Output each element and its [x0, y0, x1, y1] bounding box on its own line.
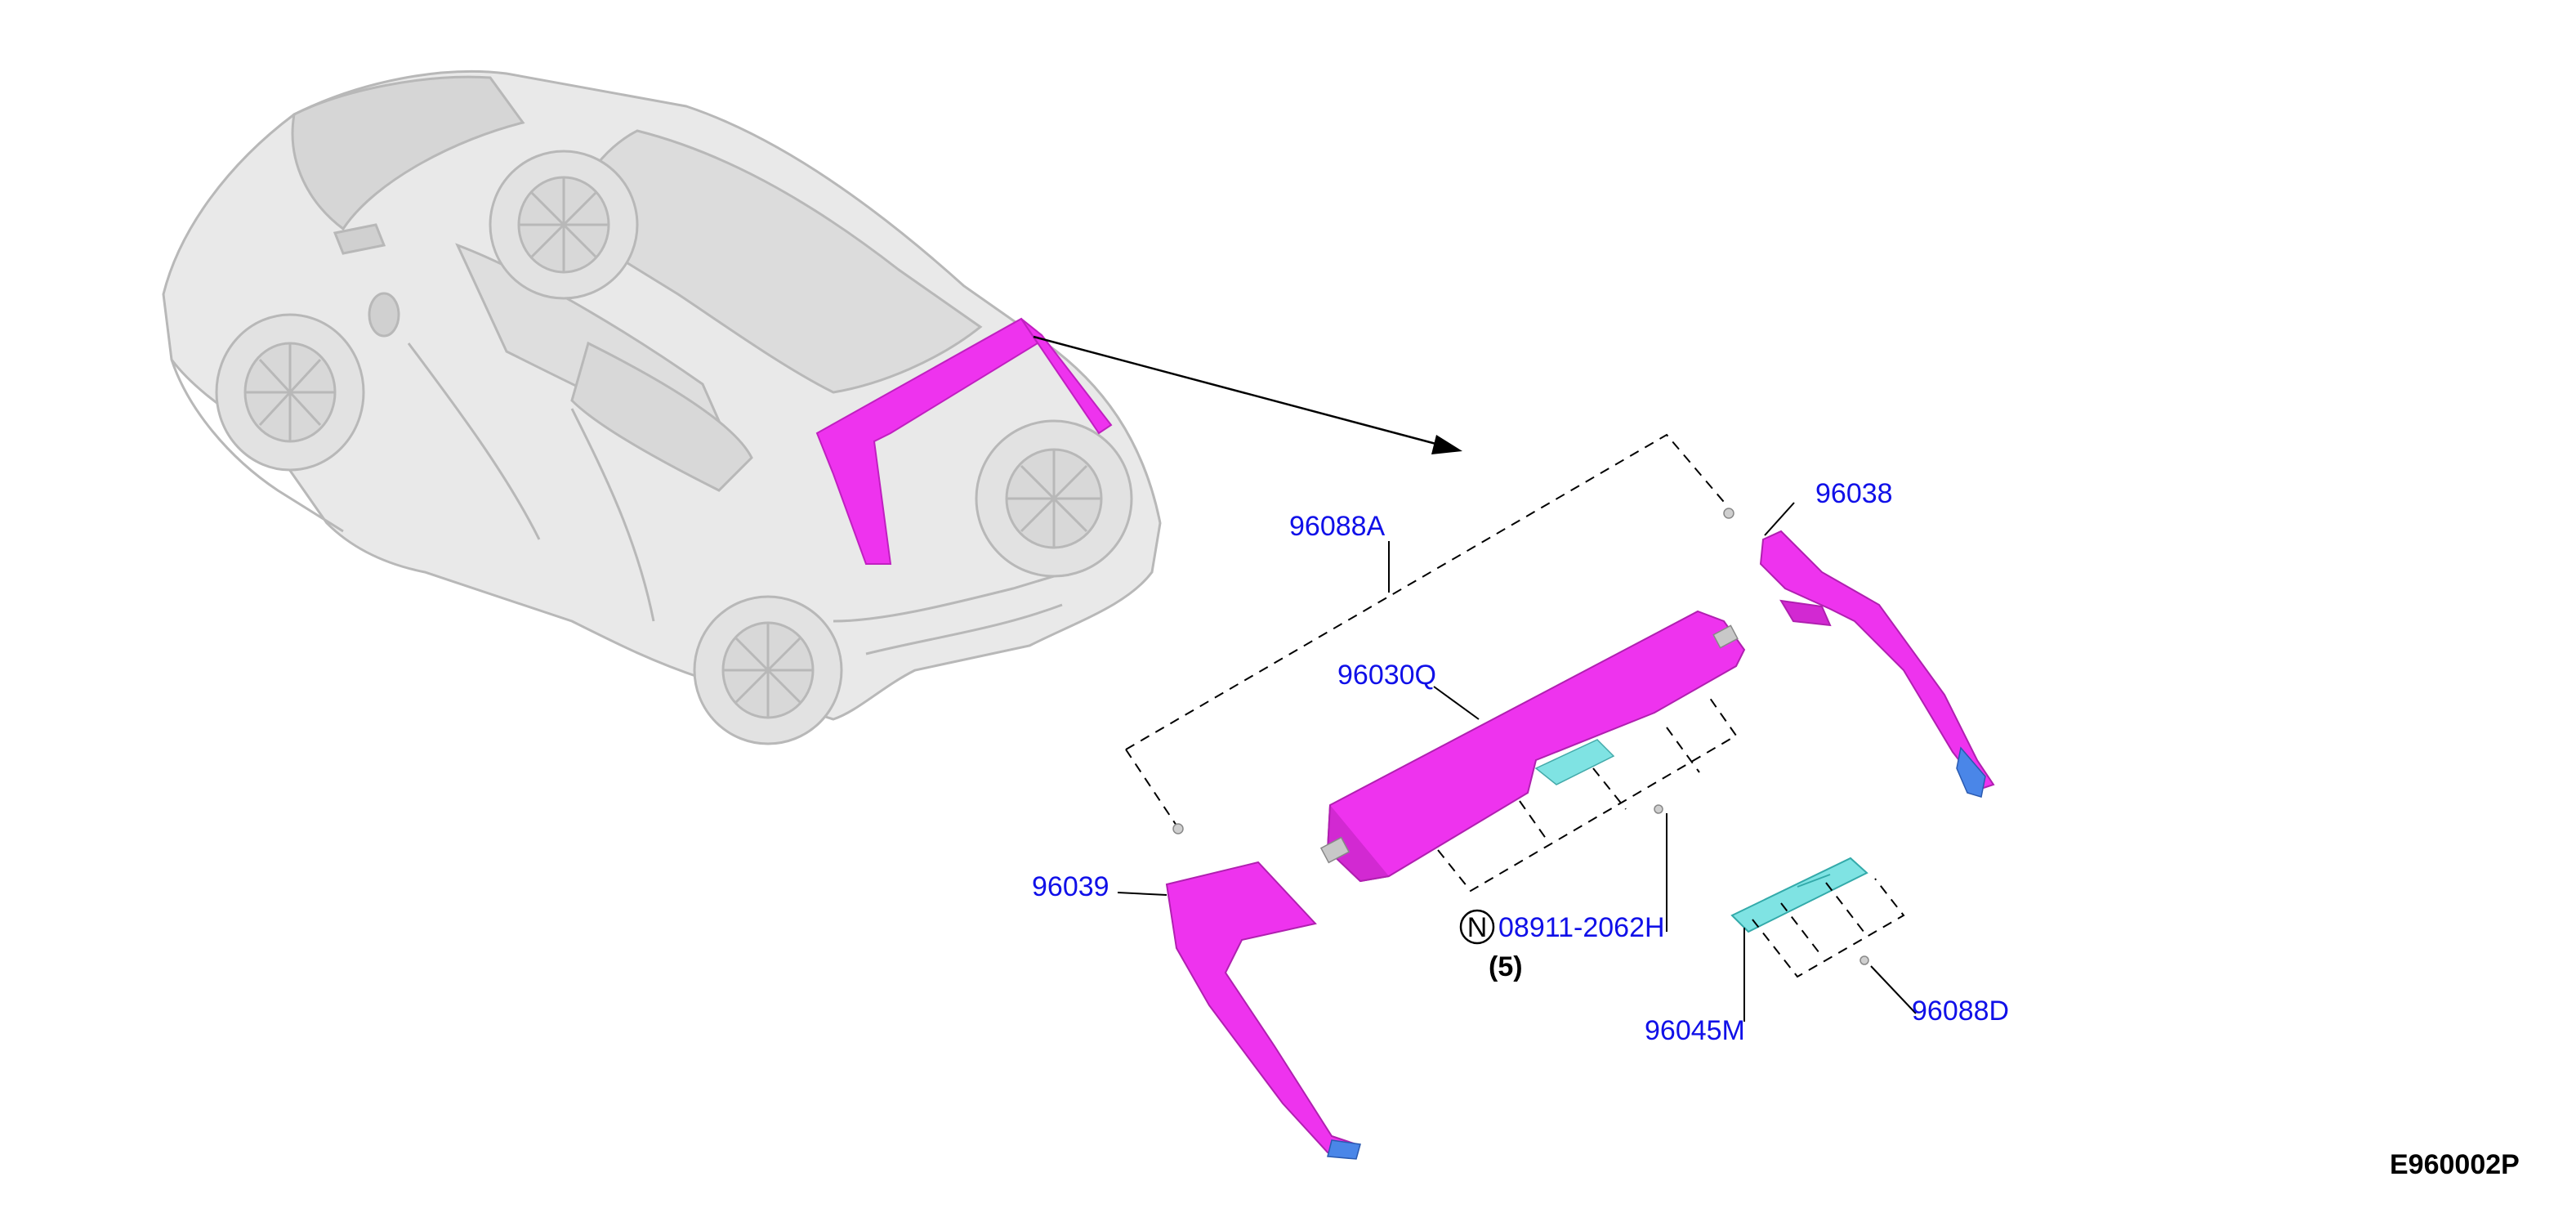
- n-symbol-letter: N: [1467, 912, 1488, 943]
- clip-08911: [1654, 804, 1663, 814]
- part-96038-right-finisher: [1759, 530, 1995, 798]
- callout-08911-2062H: 08911-2062H: [1498, 912, 1665, 943]
- wheel-front-right: [489, 150, 639, 300]
- clip-96045M-dashed: [1752, 878, 1905, 978]
- clip-96088D: [1859, 955, 1869, 965]
- callout-96030Q: 96030Q: [1337, 660, 1436, 691]
- clip-dashed-lines: [1437, 694, 1738, 893]
- assembly-dashed-frame: [1125, 433, 1729, 826]
- callout-96038: 96038: [1815, 478, 1893, 509]
- wheel-rear-left: [693, 595, 843, 745]
- leader-lines: [1117, 502, 1917, 1022]
- n-symbol: N: [1459, 909, 1495, 945]
- part-96045M-clip: [1730, 857, 1868, 933]
- callout-96088A: 96088A: [1289, 511, 1386, 542]
- figure-code: E960002P: [2390, 1149, 2520, 1180]
- callout-96039: 96039: [1032, 871, 1109, 902]
- callout-96088D: 96088D: [1912, 996, 2009, 1027]
- pointer-arrow: [1033, 335, 1462, 454]
- callout-quantity: (5): [1489, 951, 1523, 982]
- fastener-top-right: [1723, 508, 1734, 519]
- wheel-rear-right: [975, 419, 1133, 578]
- part-96039-left-finisher: [1165, 861, 1361, 1160]
- vehicle-illustration: [162, 69, 1162, 745]
- car-rear-garnish-highlight: [815, 317, 1113, 565]
- fastener-bottom-left: [1172, 823, 1184, 834]
- part-96030Q-garnish: [1319, 610, 1746, 883]
- wheel-front-left: [215, 313, 365, 472]
- callout-96045M: 96045M: [1645, 1015, 1745, 1046]
